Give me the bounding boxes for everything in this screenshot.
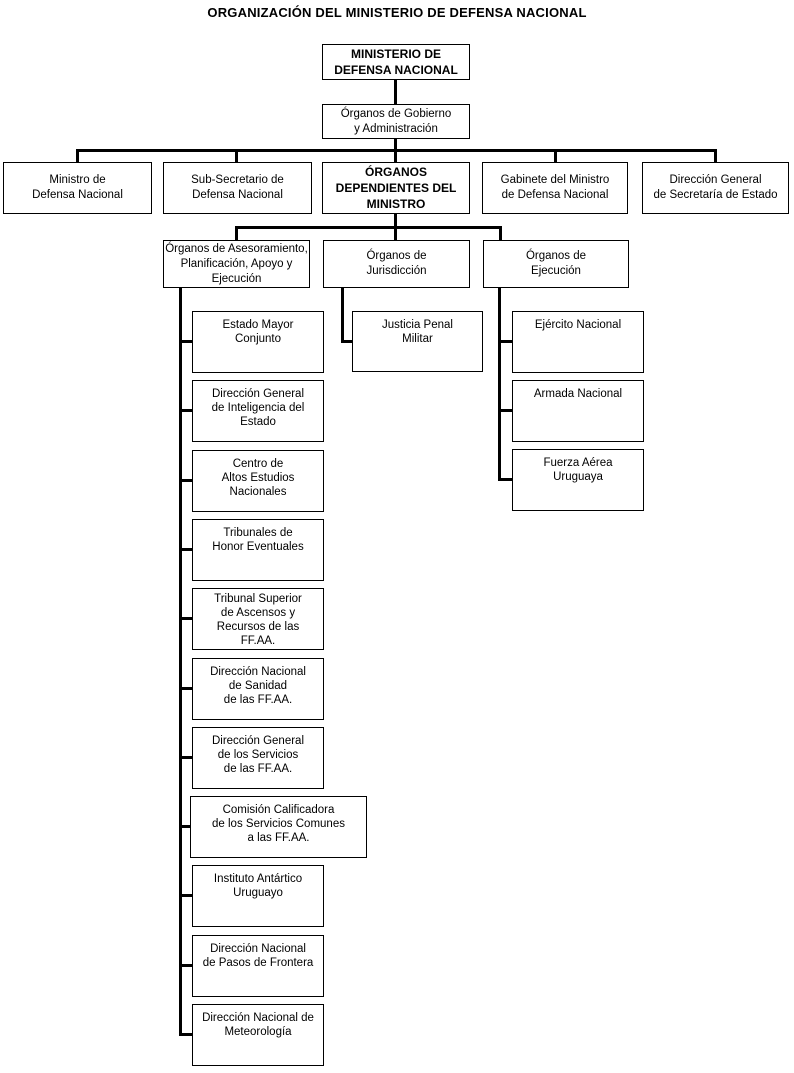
node-armada-nacional: Armada Nacional	[512, 380, 644, 442]
node-ejercito-nacional: Ejército Nacional	[512, 311, 644, 373]
connector-line	[394, 80, 397, 105]
connector-line	[179, 479, 192, 482]
node-direccion-sanidad-ffaa: Dirección Nacional de Sanidad de las FF.…	[192, 658, 324, 720]
node-ministro-defensa: Ministro de Defensa Nacional	[3, 162, 152, 214]
node-direccion-pasos-frontera: Dirección Nacional de Pasos de Frontera	[192, 935, 324, 997]
node-direccion-servicios-ffaa: Dirección General de los Servicios de la…	[192, 727, 324, 789]
connector-line	[498, 478, 513, 481]
node-organos-jurisdiccion: Órganos de Jurisdicción	[323, 240, 470, 288]
connector-line	[179, 617, 192, 620]
connector-line	[179, 340, 192, 343]
node-ministerio-defensa: MINISTERIO DE DEFENSA NACIONAL	[322, 44, 470, 80]
node-organos-dependientes-ministro: ÓRGANOS DEPENDIENTES DEL MINISTRO	[322, 162, 470, 214]
node-direccion-secretaria-estado: Dirección General de Secretaría de Estad…	[642, 162, 789, 214]
connector-line	[498, 340, 513, 343]
node-direccion-inteligencia-estado: Dirección General de Inteligencia del Es…	[192, 380, 324, 442]
connector-line	[179, 687, 192, 690]
connector-line	[179, 288, 182, 1036]
node-tribunal-superior-ascensos: Tribunal Superior de Ascensos y Recursos…	[192, 588, 324, 650]
node-direccion-meteorologia: Dirección Nacional de Meteorología	[192, 1004, 324, 1066]
connector-line	[76, 149, 717, 152]
connector-line	[341, 288, 344, 343]
node-organos-ejecucion: Órganos de Ejecución	[483, 240, 629, 288]
node-instituto-antartico: Instituto Antártico Uruguayo	[192, 865, 324, 927]
connector-line	[179, 825, 191, 828]
node-gabinete-ministro: Gabinete del Ministro de Defensa Naciona…	[482, 162, 628, 214]
connector-line	[179, 756, 192, 759]
node-fuerza-aerea-uruguaya: Fuerza Aérea Uruguaya	[512, 449, 644, 511]
connector-line	[179, 964, 192, 967]
connector-line	[554, 150, 557, 162]
connector-line	[76, 150, 79, 162]
node-organos-gobierno-administracion: Órganos de Gobierno y Administración	[322, 104, 470, 139]
node-tribunales-honor: Tribunales de Honor Eventuales	[192, 519, 324, 581]
chart-title: ORGANIZACIÓN DEL MINISTERIO DE DEFENSA N…	[207, 5, 587, 20]
connector-line	[235, 227, 238, 240]
connector-line	[235, 226, 502, 229]
connector-line	[235, 150, 238, 162]
connector-line	[179, 1033, 192, 1036]
connector-line	[179, 894, 192, 897]
connector-line	[179, 548, 192, 551]
connector-line	[179, 409, 192, 412]
node-centro-altos-estudios: Centro de Altos Estudios Nacionales	[192, 450, 324, 512]
node-sub-secretario: Sub-Secretario de Defensa Nacional	[163, 162, 312, 214]
connector-line	[499, 227, 502, 240]
connector-line	[341, 340, 353, 343]
node-justicia-penal-militar: Justicia Penal Militar	[352, 311, 483, 372]
node-comision-calificadora: Comisión Calificadora de los Servicios C…	[190, 796, 367, 858]
connector-line	[498, 409, 513, 412]
connector-line	[714, 150, 717, 162]
node-organos-asesoramiento: Órganos de Asesoramiento, Planificación,…	[163, 240, 310, 288]
connector-line	[498, 288, 501, 481]
node-estado-mayor-conjunto: Estado Mayor Conjunto	[192, 311, 324, 373]
